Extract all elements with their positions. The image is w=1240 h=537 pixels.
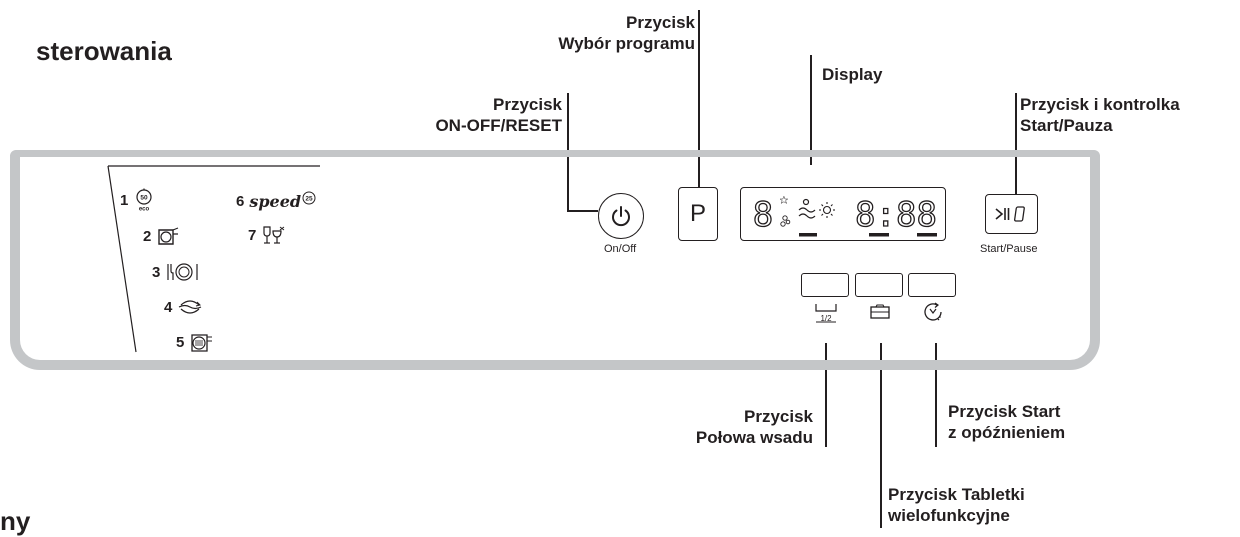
program-2: 2 — [143, 225, 182, 247]
tablet-icon — [870, 304, 890, 319]
callout-half-load: Przycisk Połowa wsadu — [696, 406, 813, 448]
callout-on-off: Przycisk ON-OFF/RESET — [435, 94, 562, 136]
start-pause-button[interactable] — [985, 194, 1038, 234]
delay-start-button[interactable] — [908, 273, 956, 297]
section-title-fragment-bottom: ny — [0, 506, 31, 536]
leader-line-on-off-h — [567, 210, 598, 212]
callout-line: Przycisk — [744, 407, 813, 426]
callout-delay-start: Przycisk Start z opóźnieniem — [948, 401, 1065, 443]
power-icon — [612, 206, 630, 227]
multi-tablet-button[interactable] — [855, 273, 903, 297]
eco-text: eco — [139, 207, 150, 213]
program-3: 3 — [152, 261, 201, 283]
callout-line: z opóźnieniem — [948, 423, 1066, 442]
callout-multi-tablet: Przycisk Tabletki wielofunkcyjne — [888, 484, 1025, 526]
leader-line-half-load — [825, 343, 827, 447]
program-6: 6 speed 25 — [236, 190, 316, 212]
indicator-bar — [869, 233, 889, 237]
intensive-pot-icon — [156, 225, 182, 247]
program-number: 7 — [248, 226, 257, 244]
lcd-program-digit: 8 — [753, 195, 773, 235]
lcd-segments: 8 8:88 — [752, 194, 938, 237]
section-title-fragment: sterowania — [36, 36, 172, 66]
program-1: 1 50 eco — [120, 188, 155, 213]
wash-phase-icon — [798, 198, 816, 219]
program-number: 4 — [164, 298, 173, 316]
program-number: 1 — [120, 191, 129, 209]
speed-text: speed — [249, 191, 302, 211]
quick-wash-icon — [177, 296, 203, 318]
callout-display: Display — [822, 64, 882, 85]
callout-line: Przycisk — [493, 95, 562, 114]
program-number: 2 — [143, 227, 152, 245]
rinse-aid-icon — [779, 195, 789, 204]
half-load-button[interactable] — [801, 273, 849, 297]
on-off-button[interactable] — [598, 193, 644, 239]
eco-temp-text: 50 — [141, 195, 149, 202]
indicator-bar — [917, 233, 937, 237]
callout-line: Przycisk — [626, 13, 695, 32]
program-7: 7 — [248, 224, 287, 246]
speed-badge-text: 25 — [305, 196, 313, 203]
callout-line: Start/Pauza — [1020, 116, 1113, 135]
salt-icon — [780, 215, 791, 227]
program-select-button[interactable]: P — [678, 187, 718, 241]
callout-line: Przycisk Tabletki — [888, 485, 1025, 504]
callout-line: ON-OFF/RESET — [435, 116, 562, 135]
program-number: 5 — [176, 333, 185, 351]
program-area-outline — [107, 165, 320, 353]
lcd-time: 8:88 — [855, 195, 937, 235]
control-panel — [10, 150, 1100, 370]
callout-line: wielofunkcyjne — [888, 506, 1010, 525]
callout-start-pause: Przycisk i kontrolka Start/Pauza — [1020, 94, 1180, 136]
indicator-bar — [799, 233, 817, 237]
callout-program-select: Przycisk Wybór programu — [558, 12, 695, 54]
normal-cutlery-plate-icon — [165, 261, 201, 283]
start-pause-label: Start/Pause — [980, 243, 1038, 255]
eco-50-icon: 50 eco — [133, 188, 155, 213]
start-pause-icon — [994, 206, 1025, 222]
program-number: 6 — [236, 192, 245, 210]
leader-line-start-pause — [1015, 93, 1017, 194]
on-off-label: On/Off — [604, 243, 637, 255]
leader-line-display — [810, 55, 812, 165]
leader-line-program-select — [698, 10, 700, 187]
soak-prewash-icon — [189, 331, 217, 353]
delay-clock-icon — [924, 302, 942, 321]
program-4: 4 — [164, 296, 203, 318]
program-number: 3 — [152, 263, 161, 281]
callout-line: Przycisk Start — [948, 402, 1061, 421]
callout-line: Wybór programu — [558, 34, 695, 53]
leader-line-delay-start — [935, 343, 937, 447]
half-load-icon-text: 1/2 — [820, 314, 832, 323]
speed-25-icon: speed 25 — [249, 190, 316, 212]
program-5: 5 — [176, 331, 217, 353]
glass-crystal-icon — [261, 224, 287, 246]
callout-line: Połowa wsadu — [695, 428, 813, 447]
lcd-display: 8 8:88 — [740, 187, 946, 241]
callout-line: Display — [822, 65, 883, 84]
leader-line-multi-tablet — [880, 343, 882, 528]
dry-phase-icon — [819, 202, 835, 218]
p-button-label: P — [689, 200, 706, 227]
half-load-icon: 1/2 — [815, 304, 837, 323]
callout-line: Przycisk i kontrolka — [1020, 95, 1180, 114]
